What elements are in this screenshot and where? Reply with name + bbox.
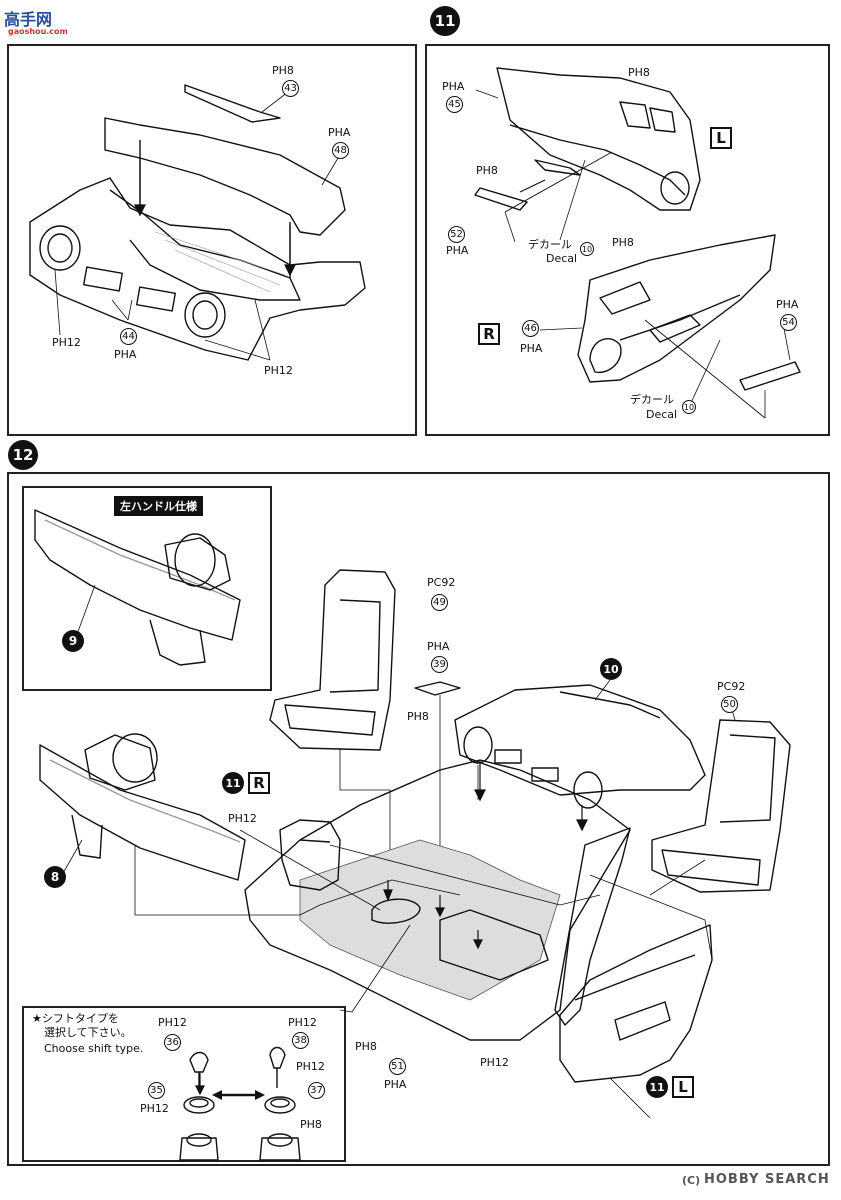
decal-num-upper: 10: [580, 242, 594, 256]
door-11L: [559, 924, 713, 1083]
shift-note-ja-2: 選択して下さい。: [44, 1026, 132, 1039]
step-11-panel: [425, 44, 830, 436]
part-45-label: 45: [446, 96, 463, 113]
part-49-seat: [269, 569, 396, 751]
part-50-seat: [651, 719, 791, 893]
floor-tub: [244, 759, 631, 1041]
paint-code-37: PH12: [296, 1060, 325, 1073]
paint-code-52: PHA: [446, 244, 469, 257]
watermark-bottom: HOBBY SEARCH: [704, 1172, 830, 1187]
paint-code-upper2: PH8: [476, 164, 498, 177]
paint-code-floor: PH12: [480, 1056, 509, 1069]
part-44-label: 44: [120, 328, 137, 345]
side-R-badge: R: [478, 323, 500, 345]
paint-code-shift-extra: PH8: [300, 1118, 322, 1131]
decal-num-lower: 10: [682, 400, 696, 414]
step-12-number: 12: [8, 440, 38, 470]
paint-code-39-extra: PH8: [407, 710, 429, 723]
paint-code-35: PH12: [140, 1102, 169, 1115]
step-10-panel: [7, 44, 417, 436]
step-11L-badge: 11: [646, 1076, 668, 1098]
step-11R-badge: 11: [222, 772, 244, 794]
decal-ja-lower: デカール: [630, 393, 674, 406]
battery-box: [439, 909, 549, 981]
step-11R-side: R: [248, 772, 270, 794]
step-10-badge: 10: [600, 658, 622, 680]
watermark-bottom-mark: (C): [682, 1174, 701, 1187]
part-48-cover: [104, 117, 346, 236]
part-8-dash-rhd: [39, 744, 246, 881]
paint-code-43: PH8: [272, 64, 294, 77]
paint-code-51-a: PH8: [355, 1040, 377, 1053]
side-L-badge: L: [710, 127, 732, 149]
watermark-top-url: gaoshou.com: [8, 27, 68, 36]
part-45-door-L: [496, 67, 701, 211]
paint-code-51: PHA: [384, 1078, 407, 1091]
part-54-strip: [739, 361, 801, 391]
shift-note-en: Choose shift type.: [44, 1042, 144, 1055]
step-11L-side: L: [672, 1076, 694, 1098]
step-9-badge: 9: [62, 630, 84, 652]
part-36-label: 36: [164, 1034, 181, 1051]
part-51-label: 51: [389, 1058, 406, 1075]
paint-code-49: PC92: [427, 576, 456, 589]
paint-code-54: PHA: [776, 298, 799, 311]
part-46-label: 46: [522, 320, 539, 337]
paint-code-lower: PH8: [612, 236, 634, 249]
part-9-dash-lhd: [34, 509, 241, 641]
part-52-label: 52: [448, 226, 465, 243]
paint-code-39: PHA: [427, 640, 450, 653]
step-11-number: 11: [430, 6, 460, 36]
part-54-label: 54: [780, 314, 797, 331]
paint-code-36: PH12: [158, 1016, 187, 1029]
part-35-label: 35: [148, 1082, 165, 1099]
paint-code-50: PC92: [717, 680, 746, 693]
step-8-badge: 8: [44, 866, 66, 888]
shift-note-ja-1: ★シフトタイプを: [32, 1012, 119, 1025]
paint-code-38: PH12: [288, 1016, 317, 1029]
decal-ja-upper: デカール: [528, 238, 572, 251]
part-52-strip: [474, 187, 528, 211]
part-43-vent: [184, 84, 281, 123]
decal-en-lower: Decal: [646, 408, 678, 421]
paint-code-48: PHA: [328, 126, 351, 139]
part-49-label: 49: [431, 594, 448, 611]
shift-inset-panel: [22, 1006, 346, 1162]
paint-code-45: PHA: [442, 80, 465, 93]
paint-code-11R: PH12: [228, 812, 257, 825]
part-39: [414, 681, 461, 696]
paint-code-upper: PH8: [628, 66, 650, 79]
paint-code-left: PH12: [52, 336, 81, 349]
part-37-label: 37: [308, 1082, 325, 1099]
step-10-subassembly: [454, 684, 706, 796]
part-39-label: 39: [431, 656, 448, 673]
paint-code-46: PHA: [520, 342, 543, 355]
paint-code-44: PHA: [114, 348, 137, 361]
lhd-inset-panel: [22, 486, 272, 691]
lhd-caption: 左ハンドル仕様: [114, 496, 203, 516]
part-50-label: 50: [721, 696, 738, 713]
part-43-label: 43: [282, 80, 299, 97]
decal-en-upper: Decal: [546, 252, 578, 265]
part-48-label: 48: [332, 142, 349, 159]
part-46-door-R: [577, 234, 776, 383]
paint-code-right: PH12: [264, 364, 293, 377]
part-44-dash: [29, 177, 366, 361]
part-38-label: 38: [292, 1032, 309, 1049]
watermark-top-brand: 高手网: [4, 10, 53, 29]
